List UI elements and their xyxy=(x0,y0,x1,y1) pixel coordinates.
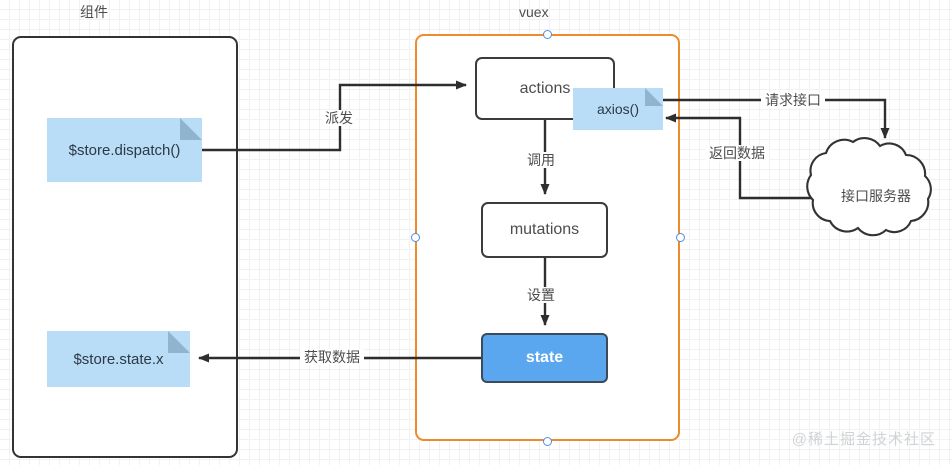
vuex-group-title: vuex xyxy=(519,4,549,20)
note-fold-icon xyxy=(645,88,663,106)
note-fold-icon xyxy=(168,331,190,353)
watermark: @稀土掘金技术社区 xyxy=(791,431,936,448)
node-state[interactable]: state xyxy=(481,333,608,383)
node-label-axios: axios() xyxy=(596,101,639,117)
edge-label-call: 调用 xyxy=(524,152,558,168)
node-label-mutations: mutations xyxy=(509,221,580,238)
node-mutations[interactable]: mutations xyxy=(481,202,608,258)
node-label-api-server: 接口服务器 xyxy=(841,188,911,204)
node-label-actions: actions xyxy=(519,79,571,97)
resize-handle-left[interactable] xyxy=(411,233,420,242)
component-group-title: 组件 xyxy=(80,4,108,20)
resize-handle-right[interactable] xyxy=(676,233,685,242)
edge-request-to-server xyxy=(655,98,890,139)
edge-label-set: 设置 xyxy=(524,287,558,303)
node-store-dispatch[interactable]: $store.dispatch() xyxy=(47,118,202,182)
resize-handle-bottom[interactable] xyxy=(543,437,552,446)
note-fold-icon xyxy=(180,118,202,140)
resize-handle-top[interactable] xyxy=(543,30,552,39)
node-label-store-state-x: $store.state.x xyxy=(73,350,164,368)
edge-label-fetch: 获取数据 xyxy=(300,349,364,365)
edge-label-response: 返回数据 xyxy=(705,145,769,161)
node-axios[interactable]: axios() xyxy=(573,88,663,130)
cloud-shape xyxy=(806,137,932,237)
node-label-store-dispatch: $store.dispatch() xyxy=(68,141,181,159)
node-store-state-x[interactable]: $store.state.x xyxy=(47,331,190,387)
component-container[interactable] xyxy=(12,36,238,458)
node-label-state: state xyxy=(525,349,564,366)
edge-label-dispatch: 派发 xyxy=(322,110,356,126)
edge-label-request: 请求接口 xyxy=(761,92,825,108)
